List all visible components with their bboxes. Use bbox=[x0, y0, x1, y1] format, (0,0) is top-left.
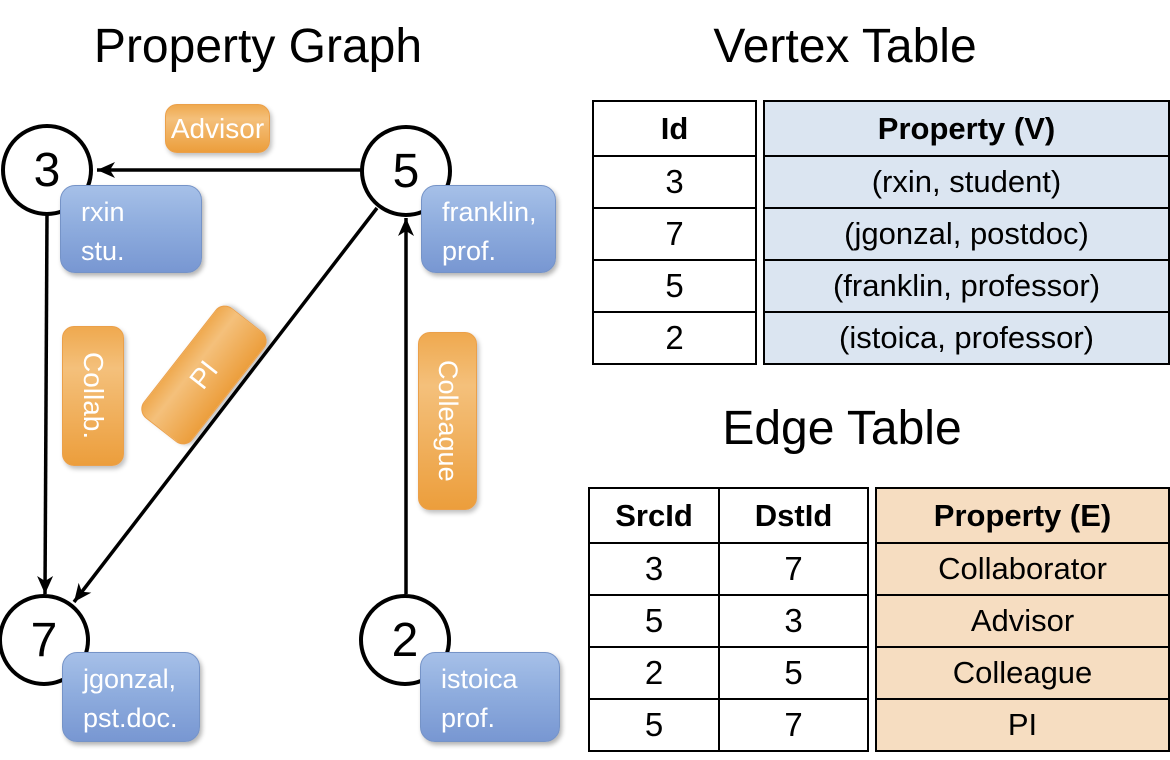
vertex-table-title: Vertex Table bbox=[713, 20, 977, 73]
vertex-3-id: 3 bbox=[33, 143, 61, 197]
vertex-table-id-grid: Id 3 7 5 2 bbox=[592, 100, 757, 365]
vertex-property-box-istoica: istoica prof. bbox=[420, 652, 560, 742]
edge-arrow-3-to-7 bbox=[37, 213, 54, 595]
vertex-table-id-cell: 5 bbox=[592, 259, 757, 313]
vertex-5-id: 5 bbox=[392, 144, 420, 198]
edge-table-srcid-cell: 5 bbox=[588, 698, 720, 752]
vertex-property-box-franklin: franklin, prof. bbox=[421, 185, 556, 273]
edge-table-property-header: Property (E) bbox=[875, 487, 1170, 544]
vertex-table-property-grid: Property (V) (rxin, student) (jgonzal, p… bbox=[763, 100, 1170, 365]
edge-table-property-cell: Collaborator bbox=[875, 542, 1170, 596]
edge-table-property-cell: PI bbox=[875, 698, 1170, 752]
vertex-table-property-cell: (franklin, professor) bbox=[763, 259, 1170, 313]
edge-table-dstid-cell: 5 bbox=[718, 646, 869, 700]
vertex-table-id-cell: 3 bbox=[592, 155, 757, 209]
vertex-table-id-cell: 7 bbox=[592, 207, 757, 261]
vertex-property-box-jgonzal: jgonzal, pst.doc. bbox=[62, 652, 200, 742]
edge-label-collab: Collab. bbox=[62, 326, 124, 466]
vertex-table-property-header: Property (V) bbox=[763, 100, 1170, 157]
edge-table-property-cell: Colleague bbox=[875, 646, 1170, 700]
edge-table-dstid-cell: 3 bbox=[718, 594, 869, 648]
edge-label-advisor: Advisor bbox=[165, 104, 270, 153]
edge-table-property-cell: Advisor bbox=[875, 594, 1170, 648]
vertex-7-id: 7 bbox=[30, 613, 58, 667]
edge-table-ids-grid: SrcId DstId 3 7 5 3 2 5 5 7 bbox=[588, 487, 869, 752]
edge-label-colleague: Colleague bbox=[418, 332, 477, 510]
edge-table-title: Edge Table bbox=[722, 402, 962, 455]
vertex-5: 5 bbox=[360, 125, 452, 217]
edge-label-pi: PI bbox=[136, 300, 272, 450]
edge-table-srcid-cell: 2 bbox=[588, 646, 720, 700]
vertex-table-property-cell: (jgonzal, postdoc) bbox=[763, 207, 1170, 261]
vertex-table-property-cell: (rxin, student) bbox=[763, 155, 1170, 209]
vertex-2-id: 2 bbox=[391, 613, 419, 667]
vertex-3: 3 bbox=[1, 124, 93, 216]
vertex-table-id-cell: 2 bbox=[592, 311, 757, 365]
vertex-table-id-header: Id bbox=[592, 100, 757, 157]
edge-table-dstid-header: DstId bbox=[718, 487, 869, 544]
edge-table-property-grid: Property (E) Collaborator Advisor Collea… bbox=[875, 487, 1170, 752]
property-graph-title: Property Graph bbox=[93, 20, 423, 73]
edge-table-dstid-cell: 7 bbox=[718, 542, 869, 596]
edge-table-srcid-header: SrcId bbox=[588, 487, 720, 544]
vertex-table-property-cell: (istoica, professor) bbox=[763, 311, 1170, 365]
edge-table-dstid-cell: 7 bbox=[718, 698, 869, 752]
edge-table-srcid-cell: 3 bbox=[588, 542, 720, 596]
edge-table-srcid-cell: 5 bbox=[588, 594, 720, 648]
vertex-property-box-rxin: rxin stu. bbox=[60, 185, 202, 273]
